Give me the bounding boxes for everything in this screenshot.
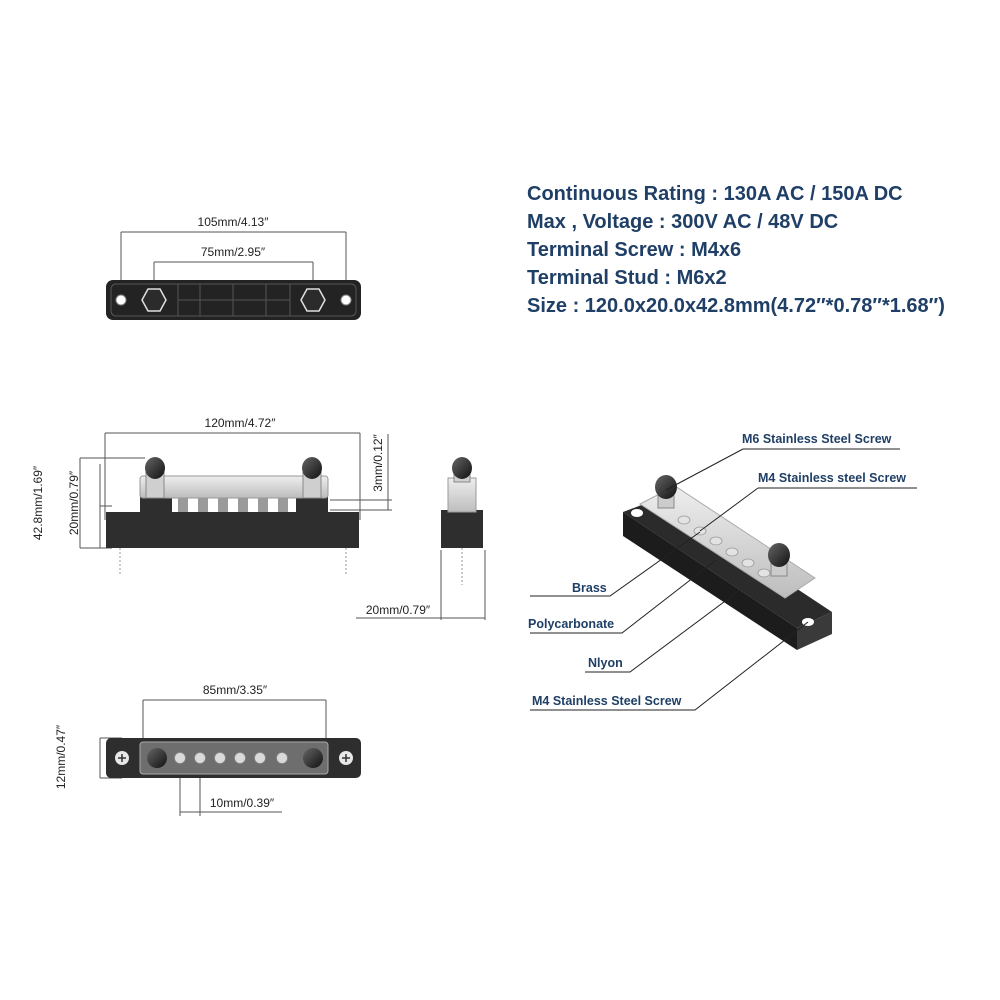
bottom-view: 85mm/3.35″ 12mm/0.47″ 10mm/0.39″ xyxy=(54,683,361,816)
front-base-height-label: 20mm/0.79″ xyxy=(67,470,81,535)
spec-max-voltage: Max , Voltage : 300V AC / 48V DC xyxy=(527,211,839,233)
bottom-height-label: 12mm/0.47″ xyxy=(54,724,68,789)
top-stud-spacing-label: 75mm/2.95″ xyxy=(201,245,266,259)
stud-cap-icon xyxy=(302,457,322,479)
stud-cap-icon xyxy=(768,543,790,567)
front-cover xyxy=(139,475,329,499)
label-m6-screw: M6 Stainless Steel Screw xyxy=(742,432,892,446)
front-length-label: 120mm/4.72″ xyxy=(205,416,277,430)
spec-terminal-stud: Terminal Stud : M6x2 xyxy=(527,267,727,289)
top-view: 105mm/4.13″ 75mm/2.95″ xyxy=(106,215,361,320)
stud-cap-icon xyxy=(145,457,165,479)
spec-list: Continuous Rating : 130A AC / 150A DC Ma… xyxy=(527,180,945,320)
label-polycarbonate: Polycarbonate xyxy=(528,617,614,631)
bottom-cover xyxy=(139,741,329,775)
mount-hole-icon xyxy=(115,294,127,306)
isometric-view: M6 Stainless Steel Screw M4 Stainless st… xyxy=(528,432,917,711)
stud-cap-icon xyxy=(655,475,677,499)
front-total-height-label: 42.8mm/1.69″ xyxy=(31,465,45,540)
bottom-span-label: 85mm/3.35″ xyxy=(203,683,268,697)
spec-size: Size : 120.0x20.0x42.8mm(4.72″*0.78″*1.6… xyxy=(527,295,945,317)
label-nylon: Nlyon xyxy=(588,656,623,670)
label-brass: Brass xyxy=(572,581,607,595)
stud-cap-icon xyxy=(452,457,472,479)
label-m4-screw-bottom: M4 Stainless Steel Screw xyxy=(532,694,682,708)
side-view: 20mm/0.79″ xyxy=(356,457,486,620)
front-view: 120mm/4.72″ 42.8mm/1.69″ 20mm/0.79″ 3mm/… xyxy=(31,416,392,575)
bottom-pitch-label: 10mm/0.39″ xyxy=(210,796,275,810)
side-base xyxy=(441,510,483,548)
side-width-label: 20mm/0.79″ xyxy=(366,603,431,617)
iso-base-top xyxy=(623,498,832,628)
label-m4-screw-top: M4 Stainless steel Screw xyxy=(758,471,906,485)
spec-terminal-screw: Terminal Screw : M4x6 xyxy=(527,239,742,261)
stud-cap-icon xyxy=(147,748,167,768)
spec-continuous-rating: Continuous Rating : 130A AC / 150A DC xyxy=(527,183,903,205)
mount-hole-icon xyxy=(340,294,352,306)
top-width-label: 105mm/4.13″ xyxy=(198,215,270,229)
stud-cap-icon xyxy=(303,748,323,768)
front-base xyxy=(106,512,359,548)
hex-stud-icon xyxy=(141,288,167,312)
hex-stud-icon xyxy=(300,288,326,312)
front-cover-gap-label: 3mm/0.12″ xyxy=(371,433,385,491)
